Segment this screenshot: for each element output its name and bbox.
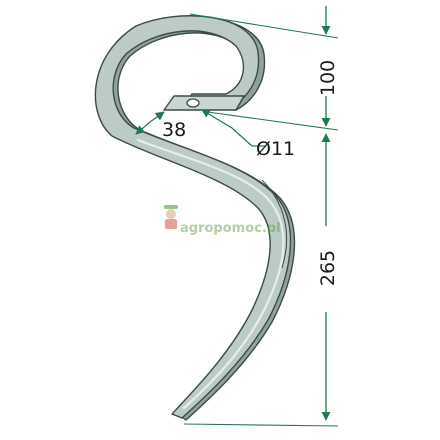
extension-line-mid bbox=[207, 111, 339, 131]
watermark-text: agropomoc.pl bbox=[180, 221, 281, 236]
dimension-top: 100 bbox=[189, 6, 339, 131]
dimension-label-diameter: Ø11 bbox=[256, 138, 295, 160]
extension-line-top bbox=[189, 13, 339, 39]
dimension-arrow-width-b bbox=[135, 121, 151, 135]
dimension-arrow-width-a bbox=[149, 111, 165, 123]
mascot-hat-icon bbox=[164, 205, 178, 209]
dimension-label-265: 265 bbox=[317, 250, 339, 286]
dimension-label-100: 100 bbox=[317, 60, 339, 96]
mounting-tab bbox=[163, 95, 245, 111]
spring-tine bbox=[94, 15, 296, 421]
tine-highlight bbox=[136, 138, 285, 410]
mascot-body-icon bbox=[165, 219, 177, 229]
dimension-label-38: 38 bbox=[162, 119, 186, 141]
dimension-main: 265 bbox=[183, 133, 339, 427]
tine-inner-line bbox=[261, 179, 288, 269]
mascot-head-icon bbox=[166, 209, 176, 219]
extension-line-bottom bbox=[183, 423, 339, 427]
watermark-logo: agropomoc.pl bbox=[164, 205, 281, 236]
dimension-width: 38 bbox=[135, 111, 186, 141]
leader-line-hole bbox=[201, 109, 253, 147]
mounting-hole bbox=[186, 98, 200, 108]
dimension-hole: Ø11 bbox=[201, 109, 295, 160]
